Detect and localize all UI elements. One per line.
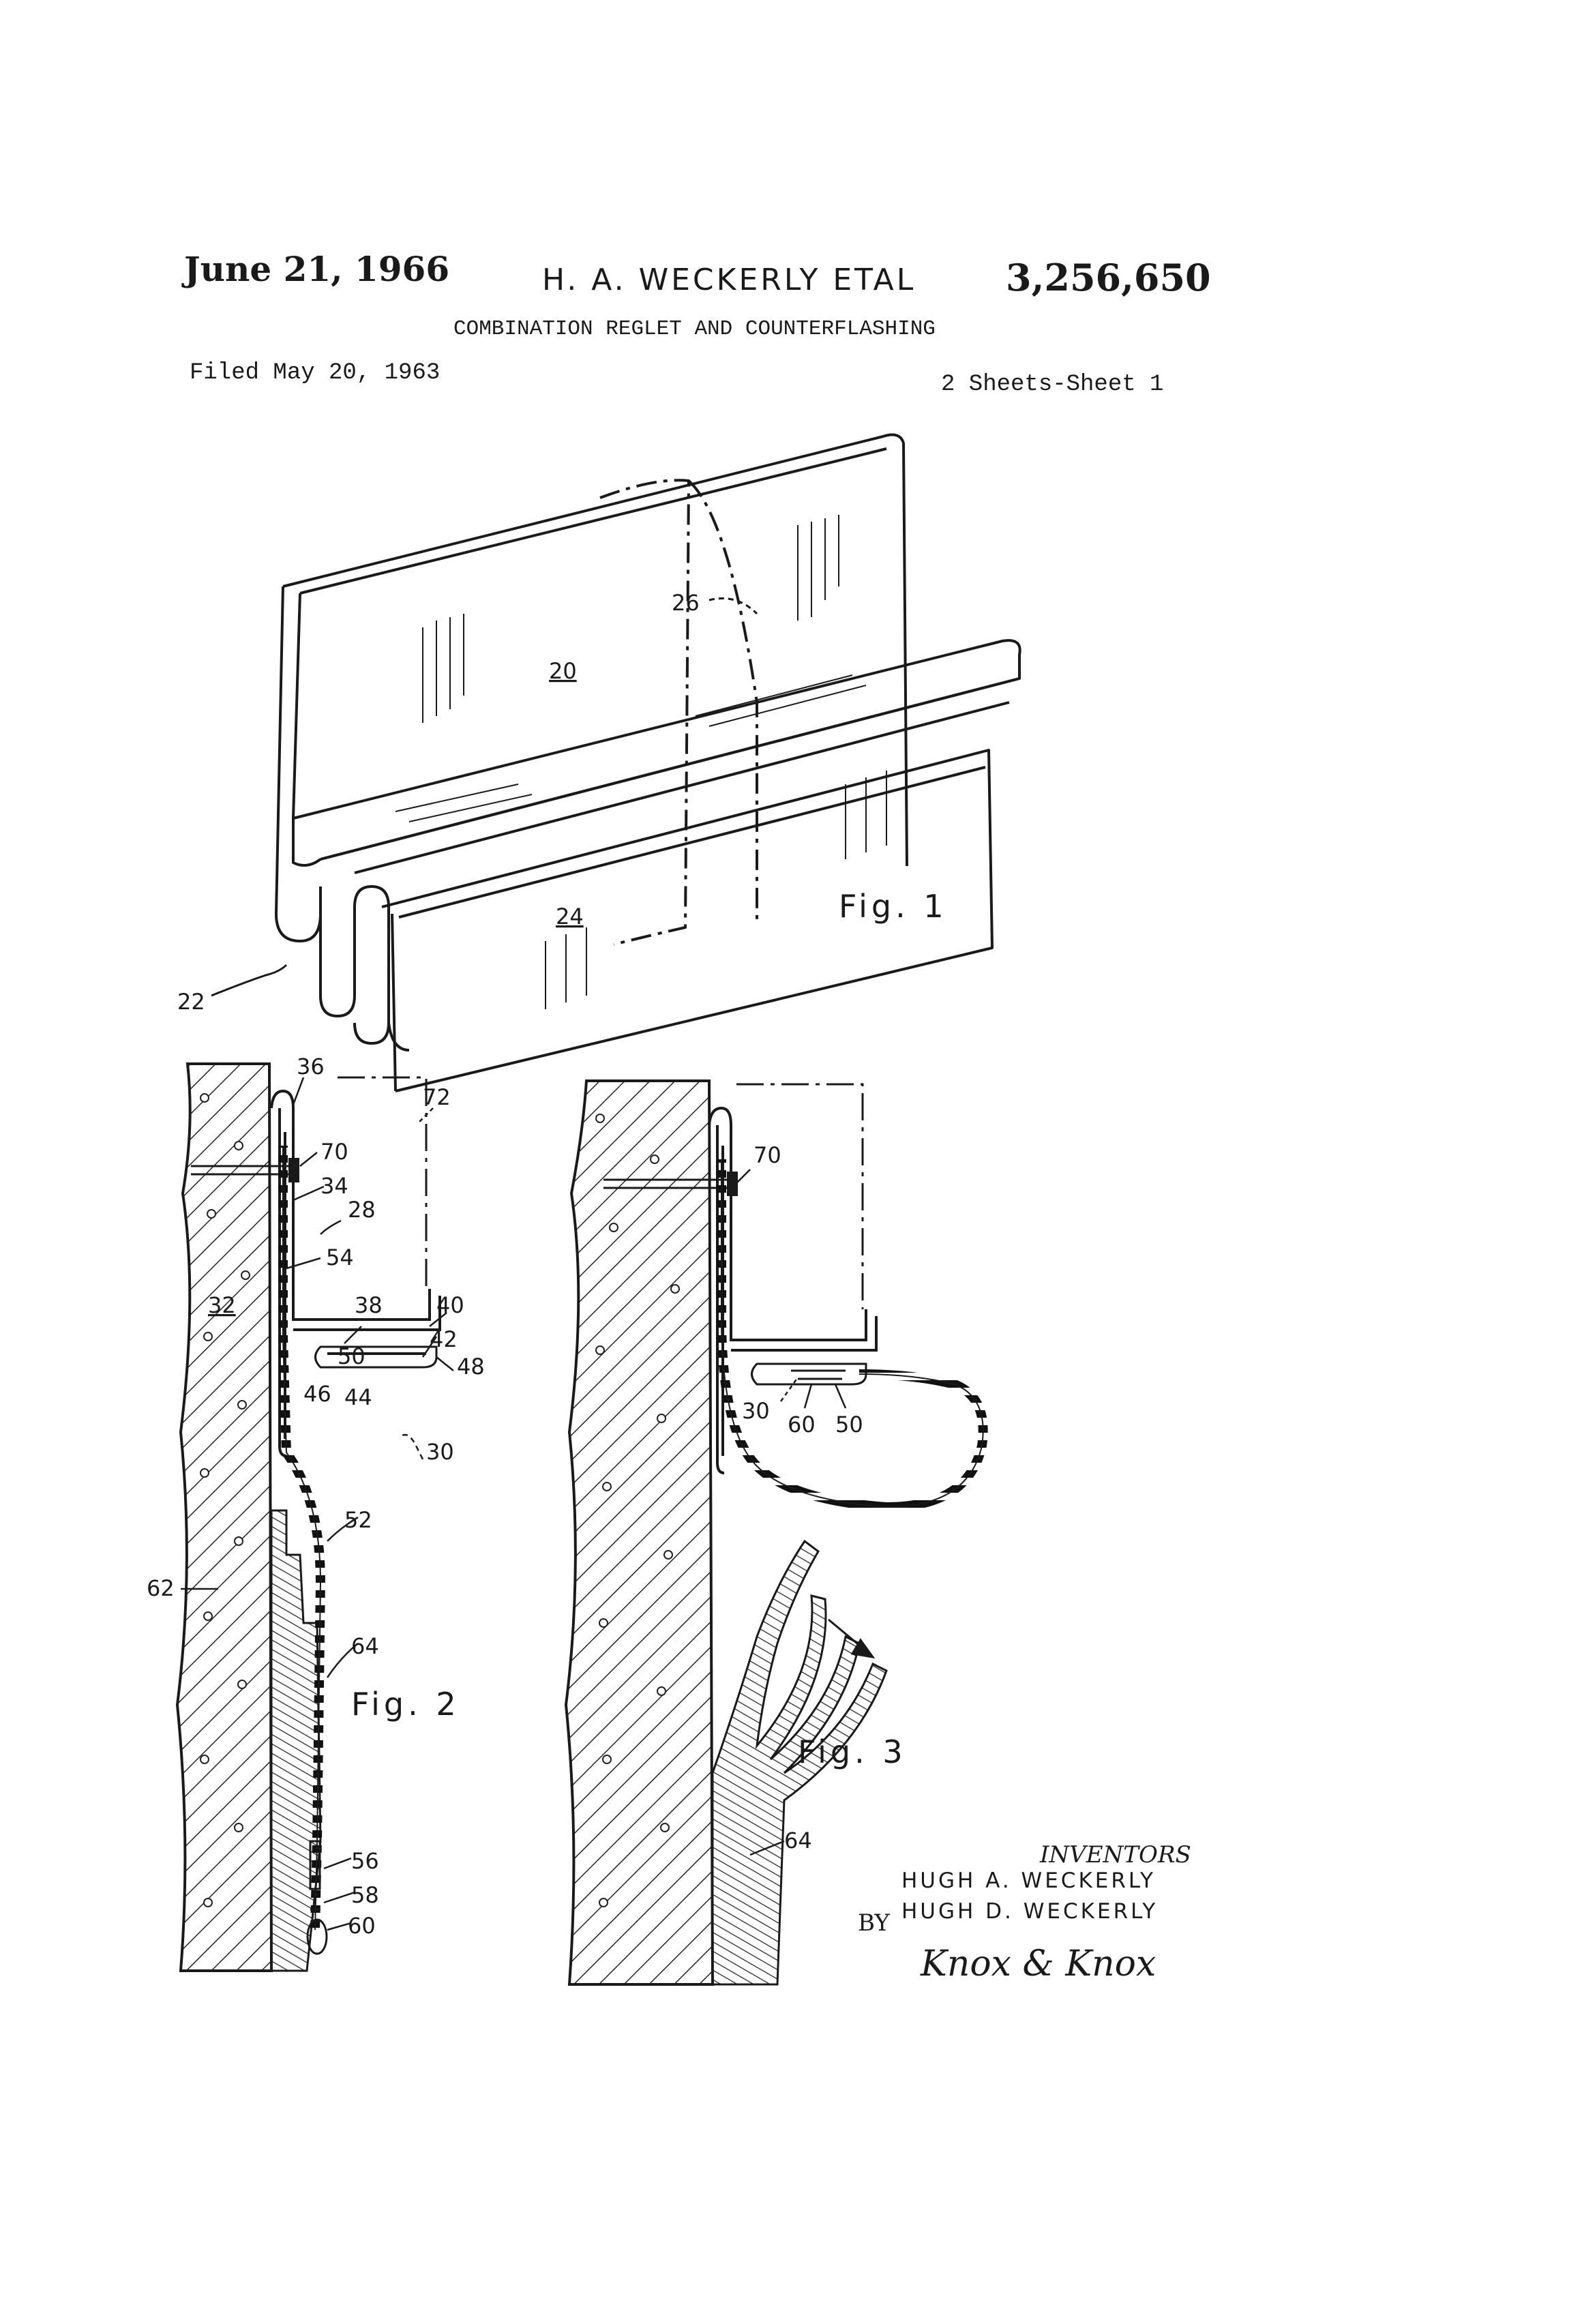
fig1-caption: Fig. 1: [839, 888, 948, 925]
fig2-label-56: 56: [351, 1848, 379, 1874]
figure-2: [177, 1064, 453, 1971]
fig1-label-20: 20: [549, 658, 577, 684]
fig2-label-40: 40: [436, 1292, 464, 1318]
fig3-label-50: 50: [835, 1412, 863, 1437]
fig3-label-60: 60: [788, 1412, 816, 1437]
inventors-heading: INVENTORS: [1040, 1841, 1191, 1868]
fig3-label-30: 30: [742, 1398, 770, 1424]
fig3-label-64: 64: [784, 1828, 812, 1853]
fig2-label-72: 72: [423, 1084, 451, 1110]
fig2-label-44: 44: [344, 1384, 372, 1410]
fig2-label-32: 32: [208, 1292, 236, 1318]
fig2-label-52: 52: [344, 1507, 372, 1533]
figure-3: [566, 1081, 983, 1984]
fig2-label-34: 34: [320, 1173, 348, 1199]
inventor-name-2: HUGH D. WECKERLY: [901, 1899, 1158, 1924]
fig1-label-22: 22: [177, 989, 205, 1015]
fig2-label-28: 28: [348, 1197, 376, 1223]
by-label: BY: [858, 1909, 890, 1937]
fig2-label-54: 54: [326, 1245, 354, 1270]
fig2-caption: Fig. 2: [351, 1686, 460, 1723]
fig2-label-38: 38: [355, 1292, 383, 1318]
fig2-label-62: 62: [147, 1575, 175, 1601]
fig2-label-30: 30: [426, 1439, 454, 1465]
attorney-signature: Knox & Knox: [921, 1943, 1156, 1984]
fig2-label-36: 36: [297, 1054, 325, 1079]
fig2-label-58: 58: [351, 1882, 379, 1908]
fig2-label-64: 64: [351, 1633, 379, 1659]
inventor-name-1: HUGH A. WECKERLY: [901, 1868, 1156, 1893]
fig1-label-24: 24: [556, 904, 584, 929]
fig1-label-26: 26: [672, 590, 700, 616]
fig2-label-46: 46: [303, 1381, 331, 1407]
fig2-label-70: 70: [320, 1139, 348, 1165]
fig3-caption: Fig. 3: [798, 1733, 907, 1770]
fig3-label-70: 70: [753, 1142, 781, 1168]
fig2-label-60: 60: [348, 1913, 376, 1939]
fig2-label-48: 48: [457, 1354, 485, 1380]
fig2-label-50: 50: [338, 1343, 365, 1369]
fig2-label-42: 42: [430, 1326, 458, 1352]
figure-1: [211, 435, 1020, 1091]
